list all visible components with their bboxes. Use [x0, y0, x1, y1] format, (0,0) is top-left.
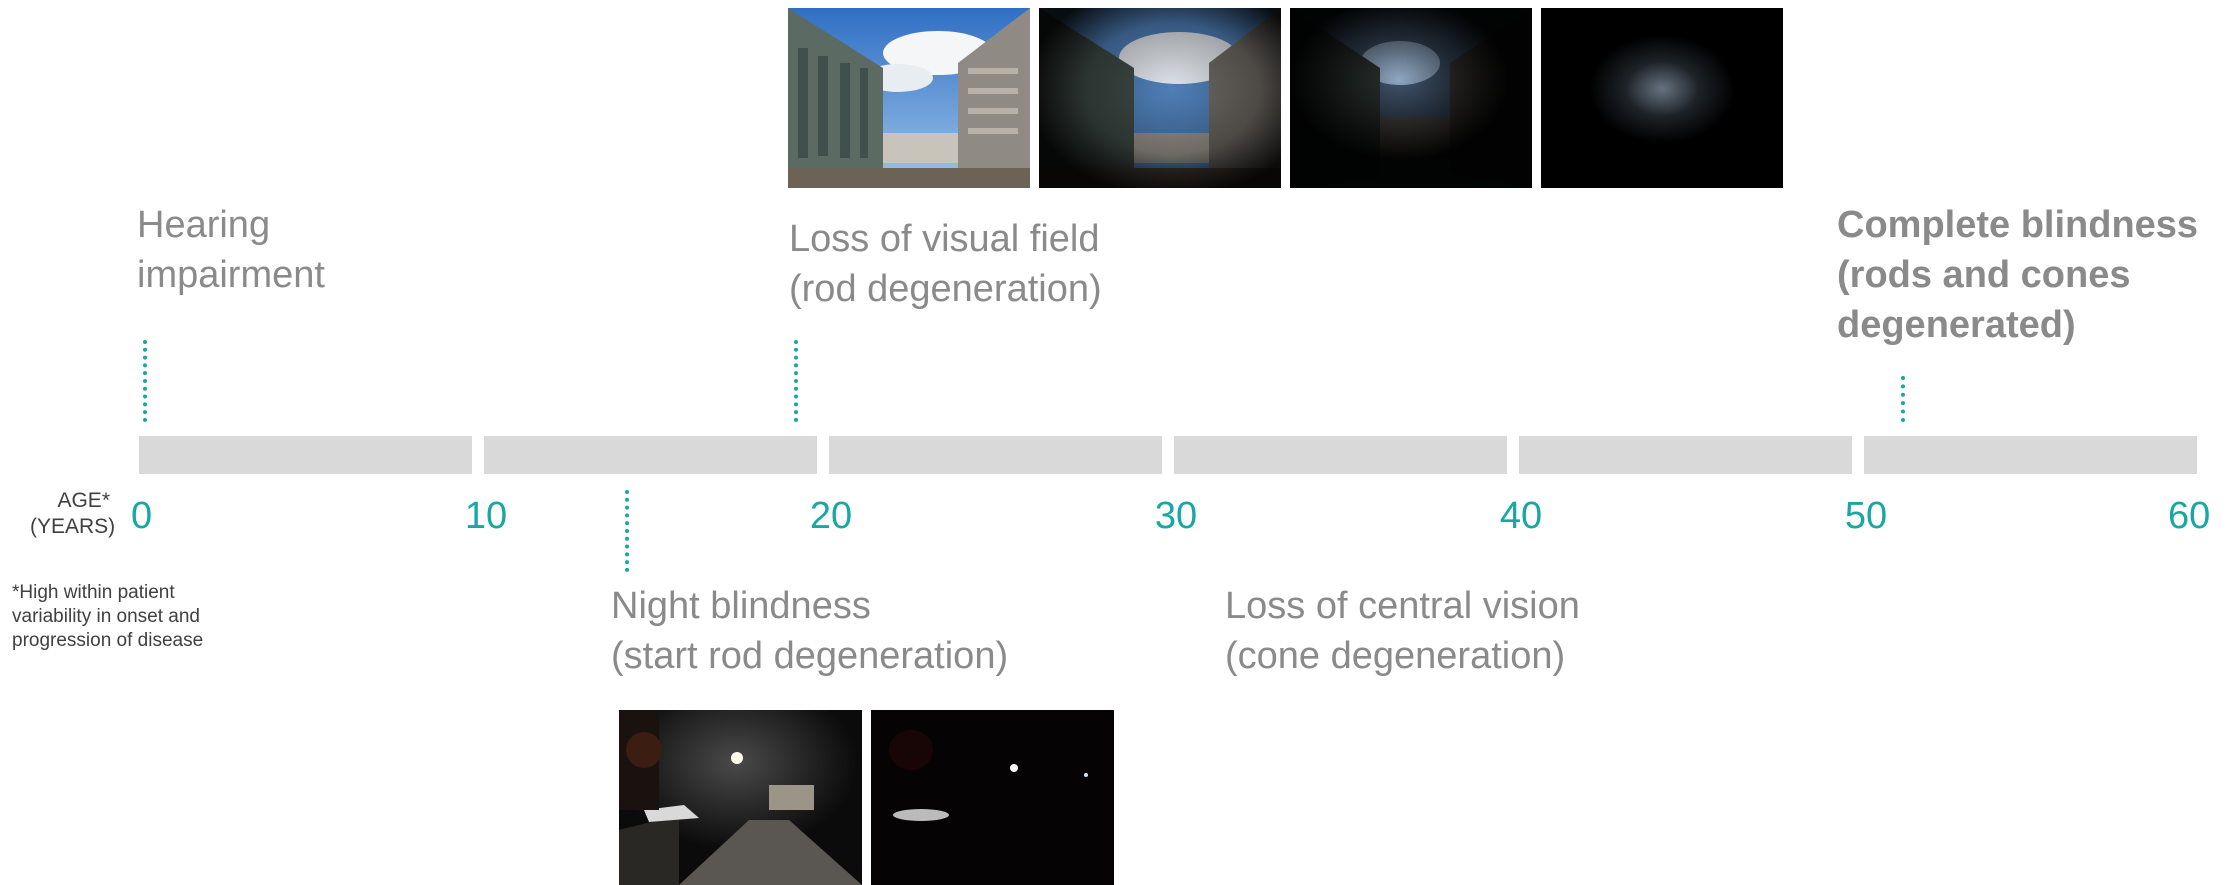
age-tick-10: 10 — [464, 495, 508, 537]
event-night-blindness: Night blindness (start rod degeneration) — [611, 581, 1008, 681]
event-visual-field-line2: (rod degeneration) — [789, 268, 1102, 310]
event-hearing-line1: Hearing — [137, 204, 271, 246]
event-loss-visual-field: Loss of visual field (rod degeneration) — [789, 214, 1102, 314]
event-complete-blindness: Complete blindness (rods and cones degen… — [1837, 200, 2198, 350]
marker-loss-visual-field — [794, 340, 798, 422]
event-blindness-line3: degenerated) — [1837, 304, 2076, 346]
photo-street-severe-field-loss — [1541, 8, 1783, 188]
age-tick-50: 50 — [1844, 495, 1888, 537]
timeline-segment-20-30 — [829, 436, 1162, 474]
photo-street-mild-field-loss — [1039, 8, 1281, 188]
age-axis-label: AGE* (YEARS) — [30, 488, 116, 540]
event-central-line2: (cone degeneration) — [1225, 635, 1566, 677]
age-axis-label-line2: (YEARS) — [30, 515, 116, 538]
age-tick-20: 20 — [809, 495, 853, 537]
photo-night-blindness-vision — [871, 710, 1114, 885]
event-central-line1: Loss of central vision — [1225, 585, 1580, 627]
event-night-line1: Night blindness — [611, 585, 871, 627]
timeline-segment-10-20 — [484, 436, 817, 474]
photo-street-normal-vision — [788, 8, 1030, 188]
event-hearing-impairment: Hearing impairment — [137, 200, 325, 300]
event-loss-central-vision: Loss of central vision (cone degeneratio… — [1225, 581, 1580, 681]
age-tick-30: 30 — [1154, 495, 1198, 537]
age-tick-40: 40 — [1499, 495, 1543, 537]
marker-night-blindness — [625, 490, 629, 572]
footnote: *High within patient variability in onse… — [12, 582, 204, 651]
event-blindness-line2: (rods and cones — [1837, 254, 2131, 296]
timeline-segment-0-10 — [139, 436, 472, 474]
marker-complete-blindness — [1901, 376, 1905, 422]
timeline-segment-50-60 — [1864, 436, 2197, 474]
marker-hearing-impairment — [143, 340, 147, 422]
age-tick-60: 60 — [2168, 495, 2211, 537]
photo-night-normal-vision — [619, 710, 862, 885]
event-visual-field-line1: Loss of visual field — [789, 218, 1100, 260]
photo-street-moderate-field-loss — [1290, 8, 1532, 188]
age-tick-0: 0 — [131, 495, 153, 537]
timeline-segment-40-50 — [1519, 436, 1852, 474]
age-axis-label-line1: AGE* — [57, 489, 110, 512]
event-hearing-line2: impairment — [137, 254, 325, 296]
event-night-line2: (start rod degeneration) — [611, 635, 1009, 677]
timeline-segment-30-40 — [1174, 436, 1507, 474]
event-blindness-line1: Complete blindness — [1837, 204, 2199, 246]
